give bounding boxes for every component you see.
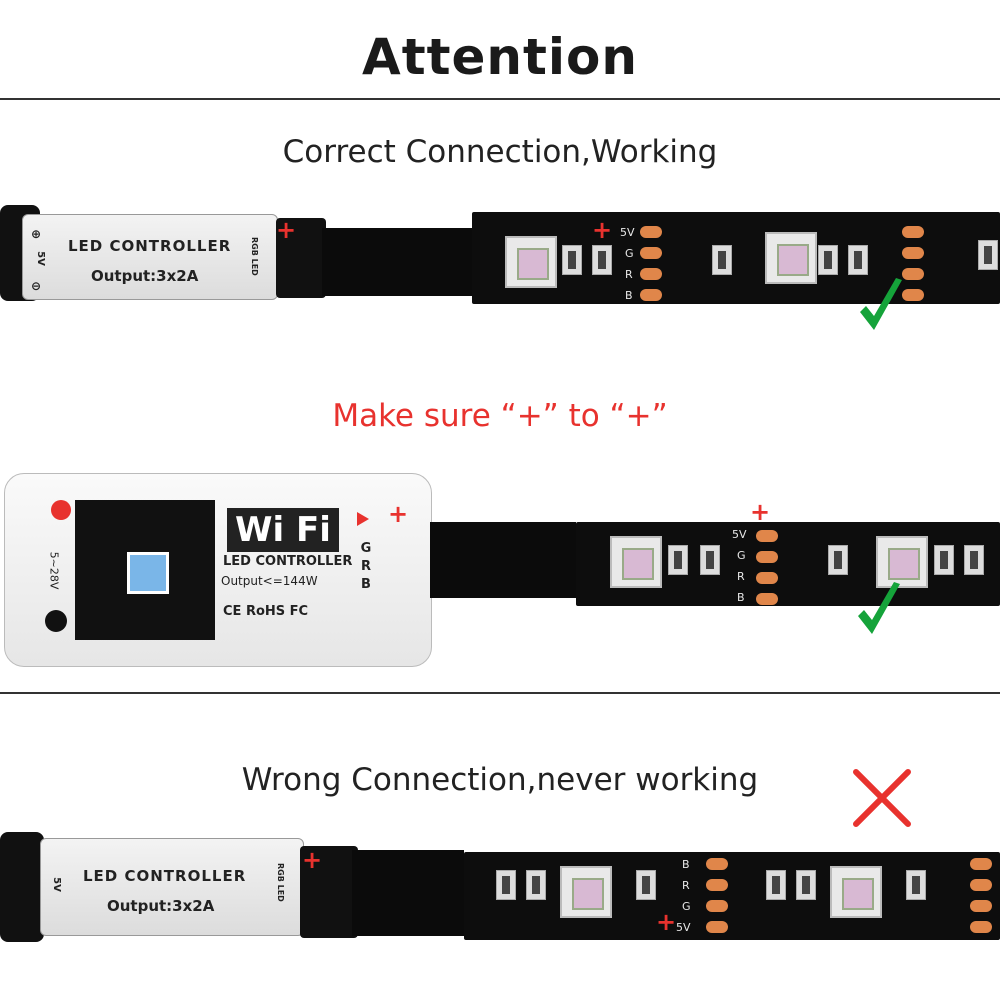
divider-top (0, 98, 1000, 100)
controller-neck-1 (276, 218, 326, 298)
solder-pads (970, 858, 992, 942)
resistor (526, 870, 546, 900)
wifi-controller: 5~28V Wi Fi LED CONTROLLER Output<=144W … (4, 473, 432, 667)
plus-mark: + (302, 846, 323, 874)
plus-mark: + (276, 216, 297, 244)
cable-left-3 (0, 832, 44, 942)
app-icon (127, 552, 169, 594)
arrow-right-icon (357, 512, 369, 526)
resistor (964, 545, 984, 575)
controller-output: Output:3x2A (91, 267, 199, 285)
caption-correct: Correct Connection,Working (282, 134, 718, 170)
resistor (796, 870, 816, 900)
cert-marks: CE RoHS FC (223, 604, 309, 619)
solder-pads (640, 226, 662, 310)
minus-dot-icon (45, 610, 67, 632)
connector-3 (352, 850, 464, 936)
resistor (496, 870, 516, 900)
controller-title: LED CONTROLLER (68, 237, 232, 255)
plus-mark: + (656, 908, 677, 936)
power-dot-icon (51, 500, 71, 520)
controller-title: LED CONTROLLER (223, 554, 353, 569)
check-icon (858, 582, 900, 634)
resistor (766, 870, 786, 900)
connector-1 (322, 228, 472, 296)
solder-pads (902, 226, 924, 310)
controller-neck-3 (300, 846, 358, 938)
controller-output: Output:3x2A (107, 897, 215, 915)
resistor (934, 545, 954, 575)
led-chip (876, 536, 928, 588)
controller-title: LED CONTROLLER (83, 867, 247, 885)
resistor (636, 870, 656, 900)
wifi-brand: Wi Fi (227, 508, 339, 552)
led-chip (610, 536, 662, 588)
resistor (712, 245, 732, 275)
led-controller-3: 5V LED CONTROLLER Output:3x2A RGB LED (40, 838, 304, 936)
resistor (906, 870, 926, 900)
resistor (668, 545, 688, 575)
solder-pads (756, 530, 778, 614)
led-chip (560, 866, 612, 918)
resistor (978, 240, 998, 270)
resistor (848, 245, 868, 275)
resistor (700, 545, 720, 575)
page-title: Attention (362, 28, 638, 86)
plus-mark: + (388, 500, 409, 528)
resistor (562, 245, 582, 275)
controller-output: Output<=144W (221, 574, 318, 588)
plus-note: Make sure “+” to “+” (332, 398, 668, 434)
resistor (592, 245, 612, 275)
solder-pads (706, 858, 728, 942)
check-icon (860, 278, 902, 330)
plus-mark: + (750, 498, 771, 526)
divider-middle (0, 692, 1000, 694)
resistor (818, 245, 838, 275)
cross-icon (853, 769, 911, 827)
led-chip (505, 236, 557, 288)
led-chip (765, 232, 817, 284)
plus-mark: + (592, 216, 613, 244)
resistor (828, 545, 848, 575)
connector-2 (430, 522, 576, 598)
caption-wrong: Wrong Connection,never working (241, 762, 759, 798)
led-controller-1: ⊕ 5V ⊖ LED CONTROLLER Output:3x2A RGB LE… (22, 214, 278, 300)
qr-code (75, 500, 215, 640)
led-chip (830, 866, 882, 918)
